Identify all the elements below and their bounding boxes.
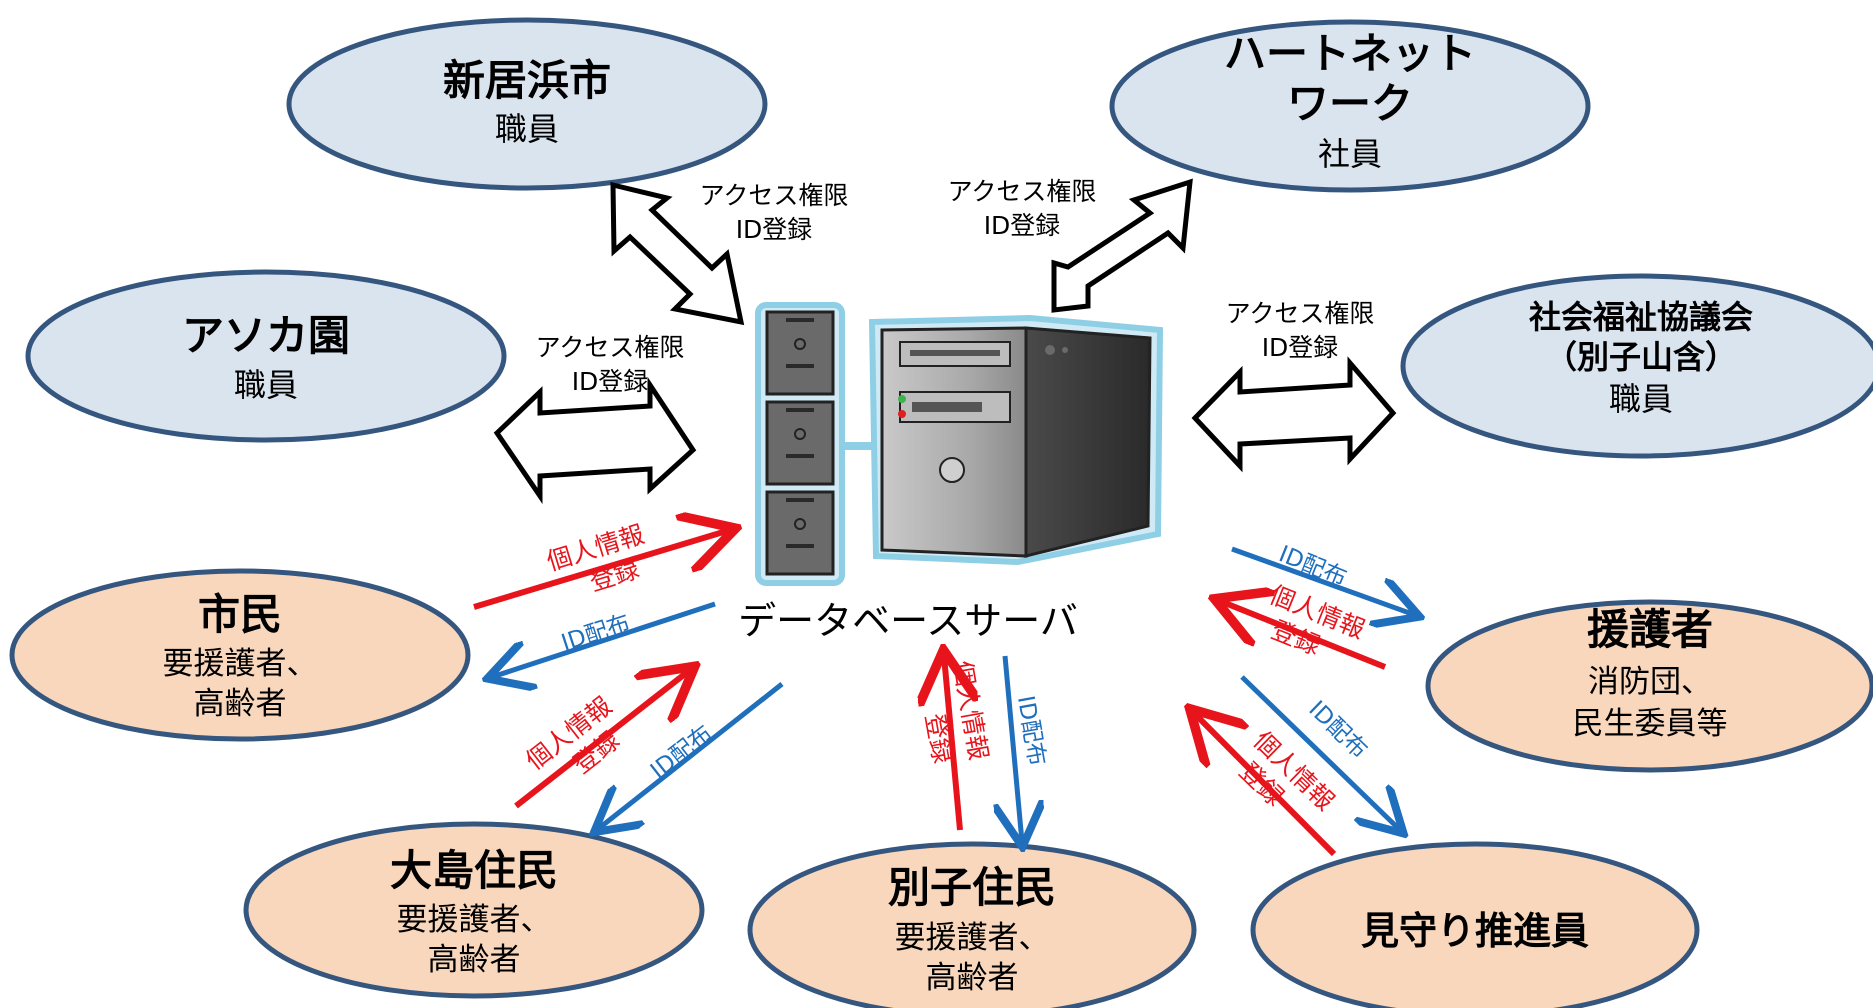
double-arrow-icon [610,181,745,326]
personal-info-arrow [1220,601,1387,670]
flow-label: ID配布 [1012,694,1050,768]
access-label-line1: アクセス権限 [1226,299,1375,328]
access-label-line2: ID登録 [572,367,649,396]
node-asokaen: アソカ園 職員 [25,269,507,443]
node-subtitle-line2: 高齢者 [926,960,1019,996]
node-subtitle-line2: 民生委員等 [1573,706,1728,742]
personal-info-arrow [473,530,730,610]
rack-unit-icon [765,310,835,396]
personal-info-arrow [944,656,960,831]
flow-label: ID配布 [1303,696,1372,764]
node-title: アソカ園 [182,311,350,360]
node-subtitle-line1: 消防団、 [1588,664,1712,700]
flow-label: ID配布 [646,721,718,785]
node-title: 市民 [198,590,282,639]
node-title: 見守り推進員 [1361,909,1589,953]
node-heartnet: ハートネット ワーク 社員 [1109,19,1591,193]
access-label-line1: アクセス権限 [700,181,849,210]
access-label-line2: ID登録 [736,215,813,244]
id-distribution-arrow [492,601,716,677]
node-engosha: 援護者 消防団、 民生委員等 [1425,599,1873,773]
node-subtitle-line2: 高齢者 [194,686,287,722]
node-niihama: 新居浜市 職員 [286,17,768,191]
node-besshi: 別子住民 要援護者、 高齢者 [747,841,1197,1008]
node-title: 大島住民 [390,846,558,895]
node-oshima: 大島住民 要援護者、 高齢者 [243,821,705,999]
access-label-line1: アクセス権限 [948,177,1097,206]
node-subtitle-line2: 高齢者 [428,942,521,978]
node-subtitle-line1: 要援護者、 [397,902,552,938]
id-distribution-arrow [1240,675,1400,830]
access-label-line2: ID登録 [1262,333,1339,362]
node-subtitle-line1: 要援護者、 [895,920,1050,956]
id-distribution-arrow [1231,546,1415,615]
node-subtitle-line1: 要援護者、 [163,646,318,682]
node-subtitle: 社員 [1318,135,1382,173]
id-distribution-arrow [598,682,784,829]
personal-info-arrow [514,670,690,809]
double-arrow-icon [1191,356,1397,473]
node-mimamori: 見守り推進員 [1250,841,1700,1008]
node-shimin: 市民 要援護者、 高齢者 [9,568,471,742]
node-subtitle: 職員 [234,366,298,404]
node-title-line2: （別子山含） [1545,338,1737,376]
id-distribution-arrow [1005,655,1022,842]
double-arrow-icon [493,376,697,505]
node-subtitle: 職員 [495,110,559,148]
flow-label: ID配布 [558,610,633,657]
access-label-line1: アクセス権限 [536,333,685,362]
node-subtitle: 職員 [1609,380,1673,418]
node-title: 新居浜市 [443,56,611,105]
rack-unit-icon [765,490,835,576]
server-label: データベースサーバ [738,599,1078,643]
node-title: 別子住民 [888,863,1056,912]
node-title-line1: ハートネット [1224,29,1476,78]
server-icon [755,302,1164,586]
node-title: 援護者 [1587,605,1713,654]
node-title-line1: 社会福祉協議会 [1529,298,1753,336]
access-label-line2: ID登録 [984,211,1061,240]
node-title-line2: ワーク [1287,79,1413,128]
double-arrow-icon [1051,178,1193,313]
personal-info-arrow [1194,713,1337,857]
rack-unit-icon [765,400,835,486]
node-shakyo: 社会福祉協議会 （別子山含） 職員 [1400,273,1873,459]
